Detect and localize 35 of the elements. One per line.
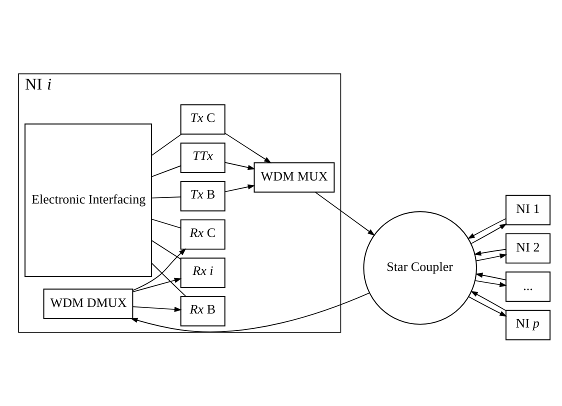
connector xyxy=(151,239,182,260)
arrow xyxy=(224,162,256,170)
arrow xyxy=(470,223,508,244)
arrow xyxy=(474,280,507,287)
node-box: Rx C xyxy=(180,218,226,250)
arrow xyxy=(132,248,186,290)
arrow xyxy=(467,218,506,238)
arrow xyxy=(224,184,256,192)
connector xyxy=(151,196,182,198)
node-box: Rx B xyxy=(180,296,226,326)
connector xyxy=(151,262,186,296)
arrow xyxy=(224,132,272,163)
node-box: WDM MUX xyxy=(254,162,335,192)
arrow xyxy=(470,290,506,310)
node-box: Tx C xyxy=(180,104,226,134)
node-box: NI 2 xyxy=(506,232,551,264)
connector xyxy=(151,133,182,156)
arrow xyxy=(130,292,370,332)
arrow xyxy=(476,253,508,261)
arrow xyxy=(132,277,182,292)
arrow xyxy=(474,248,506,256)
node-box: NI 1 xyxy=(506,194,551,225)
node-box: WDM DMUX xyxy=(43,288,134,319)
node-box: Tx B xyxy=(180,180,226,211)
connector xyxy=(151,164,182,177)
arrow xyxy=(132,306,182,312)
arrow xyxy=(468,296,508,316)
arrow xyxy=(475,272,506,280)
arrow xyxy=(314,191,376,236)
node-box: NI p xyxy=(506,309,551,340)
node-box: Rx i xyxy=(180,257,226,288)
node-box: TTx xyxy=(180,142,226,172)
connector xyxy=(151,218,182,228)
node-box: ... xyxy=(506,271,551,302)
node-box: Electronic Interfacing xyxy=(24,122,152,276)
